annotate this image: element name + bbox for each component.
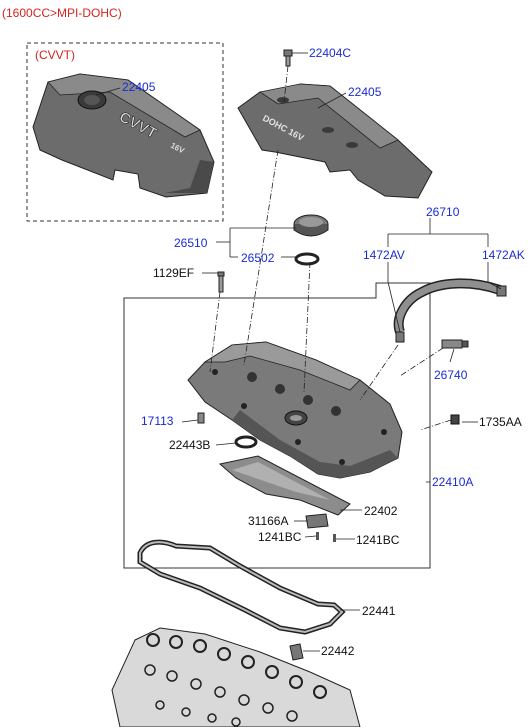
part-22441-label[interactable]: 22441 — [362, 604, 396, 618]
part-26740-label[interactable]: 26740 — [434, 368, 468, 382]
grommet — [450, 414, 460, 425]
leader-lines — [95, 52, 502, 652]
part-17113-label[interactable]: 17113 — [141, 414, 174, 428]
part-22402-label[interactable]: 22402 — [364, 504, 398, 518]
cvvt-variant-frame — [26, 42, 224, 222]
part-1241bc-right-label[interactable]: 1241BC — [356, 533, 400, 547]
part-22405-cvvt-label[interactable]: 22405 — [122, 80, 156, 94]
part-26510-label[interactable]: 26510 — [174, 236, 208, 250]
cover-assembly-frame — [123, 282, 431, 569]
seal-ring — [234, 435, 258, 449]
cvvt-variant-label: (CVVT) — [35, 48, 75, 62]
part-31166a — [305, 513, 329, 529]
breather-hose — [393, 278, 507, 343]
part-22442-label[interactable]: 22442 — [321, 644, 355, 658]
baffle-plate — [218, 455, 351, 516]
bolt-1129ef — [217, 271, 225, 293]
spark-plug-seal — [289, 643, 304, 661]
cylinder-head — [111, 627, 361, 727]
part-31166a-label[interactable]: 31166A — [248, 514, 289, 528]
engine-spec-header: (1600CC>MPI-DOHC) — [2, 6, 122, 20]
part-22404c-label[interactable]: 22404C — [309, 46, 352, 60]
bolt-1241bc-left — [316, 532, 319, 540]
part-22443b-label[interactable]: 22443B — [169, 438, 211, 452]
part-1241bc-left-label[interactable]: 1241BC — [258, 530, 302, 544]
part-1472av-label[interactable]: 1472AV — [363, 248, 405, 262]
cvvt-engine-cover: CVVT 16V — [32, 73, 215, 198]
part-1472ak-label[interactable]: 1472AK — [482, 248, 525, 262]
valve-cover-gasket-inner — [139, 541, 344, 634]
part-22405-dohc-label[interactable]: 22405 — [348, 85, 382, 99]
part-22410a-label[interactable]: 22410A — [432, 475, 474, 489]
part-26502-label[interactable]: 26502 — [241, 251, 275, 265]
oil-filler-cap — [293, 214, 329, 237]
part-1735aa-label[interactable]: 1735AA — [479, 415, 522, 429]
bolt-1241bc-right — [333, 534, 336, 542]
part-26710-label[interactable]: 26710 — [426, 205, 460, 219]
pcv-valve — [441, 339, 469, 349]
dohc-engine-cover: DOHC 16V — [237, 83, 433, 199]
part-17113 — [197, 412, 205, 424]
rocker-cover — [187, 341, 403, 479]
valve-cover-gasket — [137, 539, 346, 635]
projection-lines — [209, 65, 452, 431]
part-1129ef-label[interactable]: 1129EF — [153, 266, 195, 280]
filler-gasket — [294, 252, 320, 266]
cover-bolt — [283, 49, 293, 67]
